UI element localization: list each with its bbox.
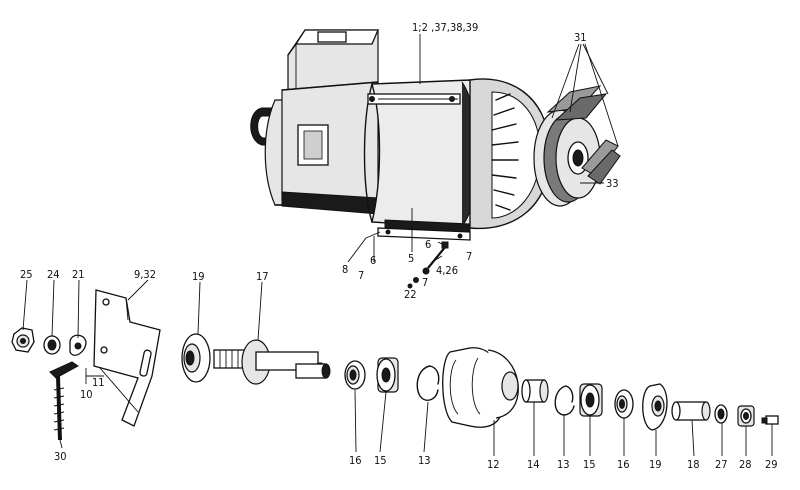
label-15a: 15 <box>374 454 387 467</box>
label-27: 27 <box>715 458 728 471</box>
label-13b: 13 <box>557 458 570 471</box>
label-7b: 7 <box>466 250 472 263</box>
label-29: 29 <box>765 458 778 471</box>
label-19b: 19 <box>649 458 662 471</box>
terminal-box <box>287 29 379 99</box>
label-motor-set: 1;2 ,37,38,39 <box>412 21 478 34</box>
bearing-16b <box>614 389 634 419</box>
bearing-15b <box>579 383 603 417</box>
label-13a: 13 <box>418 454 431 467</box>
fan-end-shield <box>469 78 551 230</box>
leader-lines <box>22 34 773 457</box>
label-10: 10 <box>80 388 93 401</box>
cooling-fins <box>491 93 519 211</box>
stator-housing <box>281 81 379 215</box>
label-6a: 6 <box>370 254 376 267</box>
label-12: 12 <box>487 458 500 471</box>
bracket-plate-9-32 <box>93 289 161 427</box>
cup-washer-19b <box>642 383 668 431</box>
label-5: 5 <box>408 252 414 265</box>
bolt-set <box>407 241 449 289</box>
label-17: 17 <box>256 270 269 283</box>
cup-washer-19a <box>181 333 211 383</box>
label-belts: 31 <box>574 31 587 44</box>
label-16a: 16 <box>349 454 362 467</box>
v-belts <box>546 85 621 185</box>
motor-assembly <box>250 29 621 289</box>
bellows-boot-12 <box>442 347 519 428</box>
label-7a: 7 <box>358 269 364 282</box>
label-8: 8 <box>342 263 348 276</box>
washer-27 <box>714 404 728 424</box>
label-30: 30 <box>54 450 67 463</box>
callout-labels: 1;2 ,37,38,39 31 33 8 6 7 5 6 7 4,26 7 2… <box>20 21 778 471</box>
label-4-26: 4,26 <box>436 264 458 277</box>
main-cylinder <box>363 79 487 235</box>
bearing-15a <box>376 357 399 393</box>
bolt-30 <box>49 361 79 441</box>
label-9-32: 9,32 <box>134 268 156 281</box>
circlip-13b <box>554 385 575 416</box>
spindle-shaft-17 <box>213 339 331 385</box>
label-28: 28 <box>739 458 752 471</box>
grease-nipple-29 <box>761 415 779 425</box>
label-18: 18 <box>687 458 700 471</box>
label-6b: 6 <box>425 238 431 251</box>
sleeve-14 <box>521 379 549 403</box>
label-25: 25 <box>20 268 33 281</box>
label-21: 21 <box>72 268 85 281</box>
nut-28 <box>737 405 755 427</box>
spacer-tube-18 <box>671 401 711 421</box>
label-15b: 15 <box>583 458 596 471</box>
label-22: 22 <box>404 288 417 301</box>
label-11: 11 <box>92 376 105 389</box>
drive-pulley <box>533 109 601 207</box>
label-14: 14 <box>527 458 540 471</box>
circlip-13a <box>416 365 440 401</box>
parts-row <box>11 289 779 441</box>
label-16b: 16 <box>617 458 630 471</box>
label-pulley: 33 <box>606 177 619 190</box>
label-24: 24 <box>47 268 60 281</box>
nut-25 <box>11 327 35 353</box>
lock-plate-21 <box>69 334 87 356</box>
label-19a: 19 <box>192 270 205 283</box>
bearing-16a <box>344 360 366 390</box>
washer-24 <box>43 335 61 355</box>
label-7c: 7 <box>422 276 428 289</box>
